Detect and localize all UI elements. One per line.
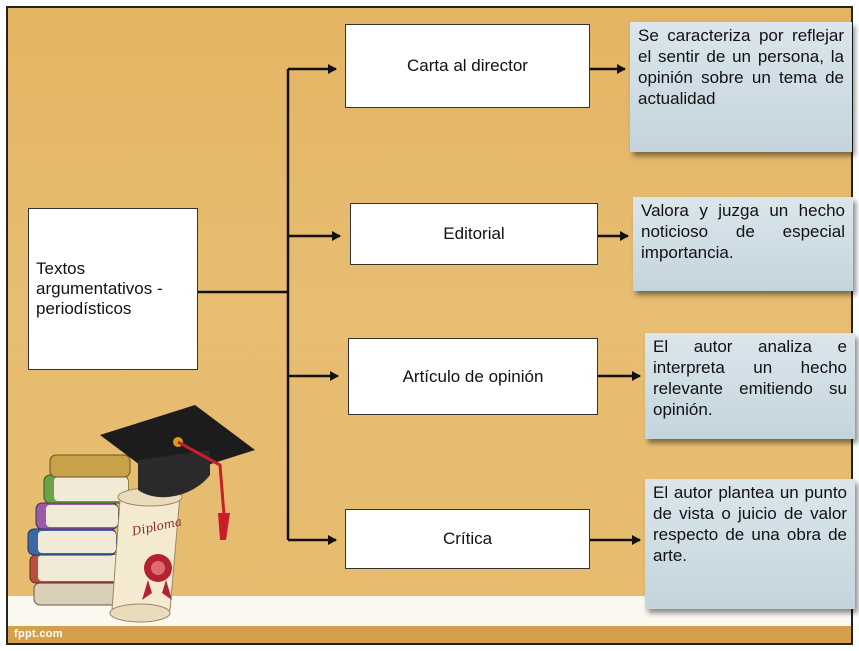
branch-title: Editorial [443,224,505,243]
graduation-cap-icon [100,405,255,540]
branch-box-carta: Carta al director [345,24,590,108]
description-text: Valora y juzga un hecho noticioso de esp… [641,201,845,262]
branch-title: Artículo de opinión [402,366,544,386]
bottom-strip [8,626,851,643]
footer-site-label: fppt.com [14,628,63,640]
branch-box-critica: Crítica [345,509,590,569]
branch-box-editorial: Editorial [350,203,598,265]
root-label: Textos argumentativos - periodísticos [36,259,163,318]
description-card-editorial: Valora y juzga un hecho noticioso de esp… [633,197,853,291]
diploma-icon: Diploma [109,485,183,623]
description-text: Se caracteriza por reflejar el sentir de… [638,26,844,108]
description-text: El autor plantea un punto de vista o jui… [653,483,847,565]
description-card-articulo: El autor analiza e interpreta un hecho r… [645,333,855,439]
root-box: Textos argumentativos - periodísticos [28,208,198,370]
description-text: El autor analiza e interpreta un hecho r… [653,337,847,419]
branch-title: Carta al director [407,56,528,75]
graduation-cap-books-diploma-icon: Diploma [27,405,255,623]
branch-box-articulo: Artículo de opinión [348,338,598,415]
description-card-carta: Se caracteriza por reflejar el sentir de… [630,22,852,152]
branch-title: Crítica [442,529,493,548]
description-card-critica: El autor plantea un punto de vista o jui… [645,479,855,609]
